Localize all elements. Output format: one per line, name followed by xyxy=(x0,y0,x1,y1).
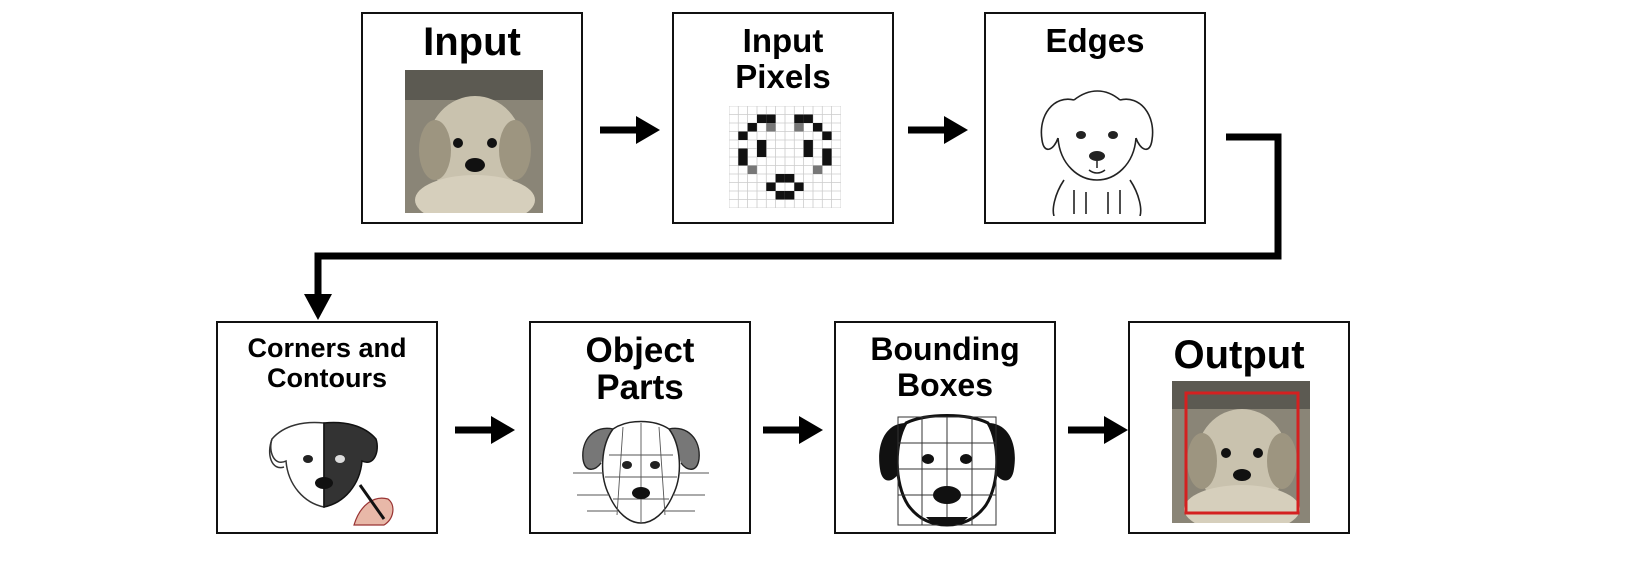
segmented-dog-face-icon xyxy=(573,420,709,524)
step-edges-title: Edges xyxy=(1045,22,1145,59)
pixel-grid-dog-icon xyxy=(729,106,841,208)
step-input-title: Input xyxy=(423,20,521,64)
step-corners-title-line1: Corners and xyxy=(247,333,407,363)
dog-sketch-icon xyxy=(1040,90,1154,216)
step-output-title: Output xyxy=(1173,333,1305,377)
arrow-corners-to-parts xyxy=(455,416,515,444)
arrow-parts-to-bboxes xyxy=(763,416,823,444)
step-corners-title-line2: Contours xyxy=(267,363,387,393)
step-input-pixels: Input Pixels xyxy=(672,12,894,224)
step-input: Input xyxy=(361,12,583,224)
step-output: Output xyxy=(1128,321,1350,534)
step-bounding-boxes: Bounding Boxes xyxy=(834,321,1056,534)
dog-with-bounding-grid-icon xyxy=(879,414,1015,527)
arrow-bboxes-to-output xyxy=(1068,416,1128,444)
arrow-edges-to-corners xyxy=(304,133,1282,320)
step-input-pixels-title-line2: Pixels xyxy=(735,58,831,95)
puppy-photo-icon xyxy=(405,70,543,213)
step-object-parts: Object Parts xyxy=(529,321,751,534)
step-edges: Edges xyxy=(984,12,1206,224)
arrow-input-to-pixels xyxy=(600,116,660,144)
half-shaded-dog-with-hand-icon xyxy=(268,421,394,526)
arrow-pixels-to-edges xyxy=(908,116,968,144)
step-bboxes-title-line1: Bounding xyxy=(870,331,1020,367)
puppy-photo-with-red-box-icon xyxy=(1172,381,1310,523)
step-object-parts-title-line2: Parts xyxy=(596,368,684,407)
step-input-pixels-title-line1: Input xyxy=(742,22,824,59)
step-bboxes-title-line2: Boxes xyxy=(896,367,994,403)
step-object-parts-title-line1: Object xyxy=(585,331,695,370)
step-corners-contours: Corners and Contours xyxy=(216,321,438,534)
